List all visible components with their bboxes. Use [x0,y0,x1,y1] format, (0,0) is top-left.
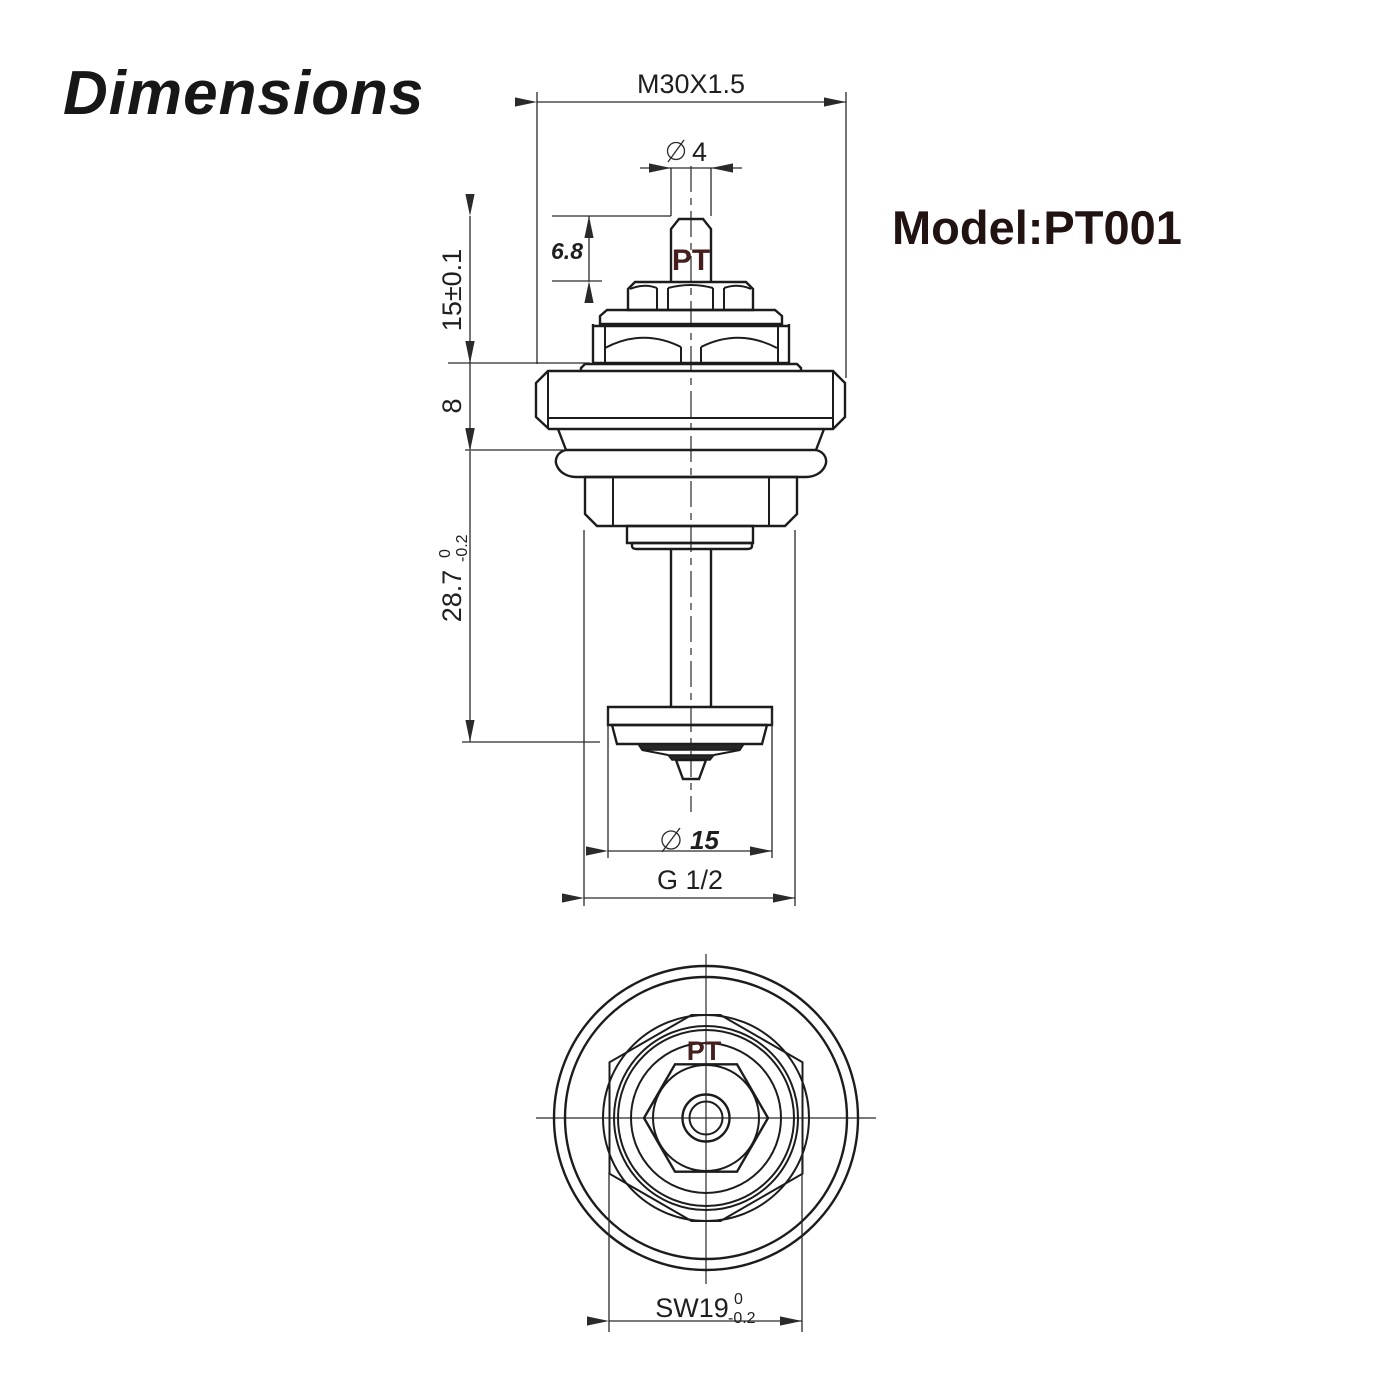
hex-collar-outline [591,324,791,365]
dim-disc-diameter-value: 15 [690,825,719,855]
dimension-m30: M30X1.5 [515,69,847,378]
tip-seat [666,754,716,761]
dim-lower-height-tol-upper: 0 [437,549,454,558]
dim-collar-height-label: 8 [437,398,467,413]
part-marking-front: PT [672,244,710,277]
diameter-symbol-icon [666,139,686,163]
dim-wrench-size-value: SW19 [655,1293,729,1323]
dim-thread-bottom-label: G 1/2 [657,865,723,895]
stem-outline [669,549,713,707]
page-title: Dimensions [63,59,425,128]
dim-wrench-size-tol-lower: -0.2 [728,1310,756,1327]
dim-m30-label: M30X1.5 [637,69,745,99]
gland-lip [630,541,754,551]
dimension-pin-diameter: 4 [640,137,742,216]
bottom-view: PT SW19 0 -0.2 [536,954,876,1332]
front-view: PT [437,69,847,906]
dim-upper-height-label: 15±0.1 [437,249,467,331]
dimension-lower-height: 28.7 0 -0.2 [437,429,600,743]
diameter-symbol-icon [661,827,681,853]
base-plate-outline [579,362,803,371]
washer-outline [598,308,784,326]
dim-wrench-size-tol-upper: 0 [734,1291,743,1308]
gland-outline [583,475,799,528]
disc-seal [636,743,746,751]
dimension-wrench-size: SW19 0 -0.2 [587,1156,803,1332]
gland-inner-lines [612,477,770,526]
dimension-thread-bottom: G 1/2 [562,530,796,906]
hex-collar-facets [604,326,779,363]
body-taper [556,428,826,452]
dimension-collar-height: 8 [437,341,590,451]
disc-outline [606,705,774,727]
dimension-pin-height: 6.8 [551,215,671,303]
dimension-disc-diameter: 15 [586,710,773,858]
inner-hex [642,1063,770,1173]
dim-lower-height-tol-lower: -0.2 [454,534,471,562]
pin-outline [669,217,713,282]
body-inner-lines [547,371,834,429]
model-label: Model:PT001 [892,201,1182,254]
disc-step [610,723,769,746]
part-marking-bottom: PT [687,1036,722,1066]
dim-pin-diameter-value: 4 [692,137,707,167]
dim-lower-height-value: 28.7 [437,570,467,623]
hex-nut-facets [629,284,752,310]
tip-outline [674,758,708,781]
dimension-upper-height: 15±0.1 [437,194,475,363]
dim-pin-height-label: 6.8 [551,238,583,264]
gland-step [625,524,755,545]
